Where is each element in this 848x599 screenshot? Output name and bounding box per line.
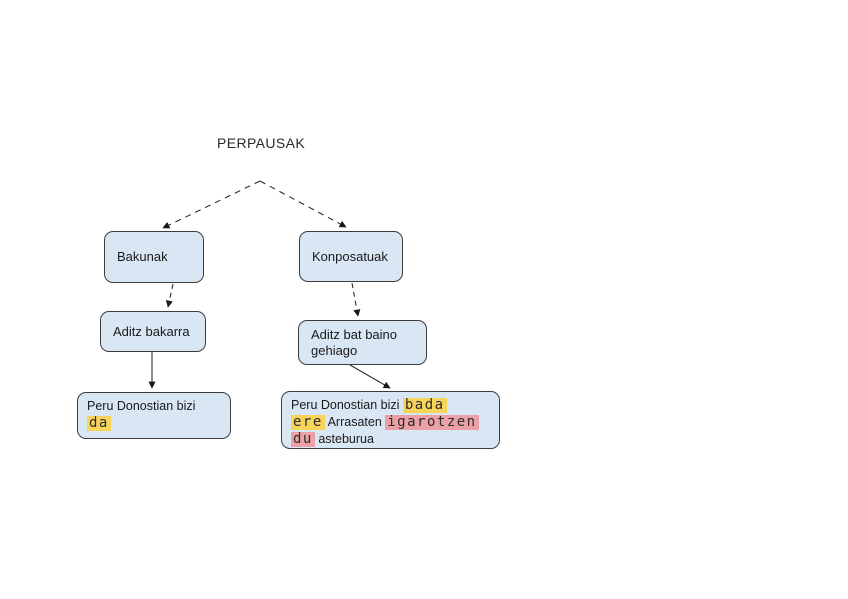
node-bakunak: Bakunak (104, 231, 204, 283)
edge-perpausak-konposatuak (259, 180, 347, 228)
node-konposatuak-label: Konposatuak (312, 248, 388, 264)
diagram-title: PERPAUSAK (217, 135, 306, 151)
highlight-ere: ere (291, 414, 325, 430)
node-example-simple: Peru Donostian bizi da (77, 392, 231, 439)
node-aditz-bakarra: Aditz bakarra (100, 311, 206, 352)
edge-perpausak-bakunak (162, 180, 261, 229)
example-compound-plain-2: Arrasaten (324, 415, 386, 429)
node-konposatuak: Konposatuak (299, 231, 403, 282)
edge-konposatuak-aditz-bat (351, 282, 361, 317)
highlight-bada: bada (402, 397, 447, 413)
edge-bakunak-aditz-bakarra (165, 283, 174, 308)
node-bakunak-label: Bakunak (117, 249, 168, 264)
example-simple-text: Peru Donostian bizi da (87, 398, 195, 432)
highlight-da: da (87, 415, 111, 431)
example-compound-text: Peru Donostian bizi bada ere Arrasaten i… (291, 397, 479, 448)
example-simple-plain: Peru Donostian bizi (87, 399, 196, 413)
edge-aditz-bat-example-compound (349, 364, 391, 389)
node-aditz-bat-baino-gehiago-label: Aditz bat baino gehiago (311, 326, 398, 358)
example-compound-plain-1: Peru Donostian bizi (291, 398, 403, 412)
highlight-du: du (291, 431, 315, 447)
highlight-igarotzen: igarotzen (385, 414, 479, 430)
node-aditz-bakarra-label: Aditz bakarra (113, 323, 190, 339)
node-aditz-bat-baino-gehiago: Aditz bat baino gehiago (298, 320, 427, 365)
node-example-compound: Peru Donostian bizi bada ere Arrasaten i… (281, 391, 500, 449)
example-compound-plain-3: asteburua (314, 432, 374, 446)
